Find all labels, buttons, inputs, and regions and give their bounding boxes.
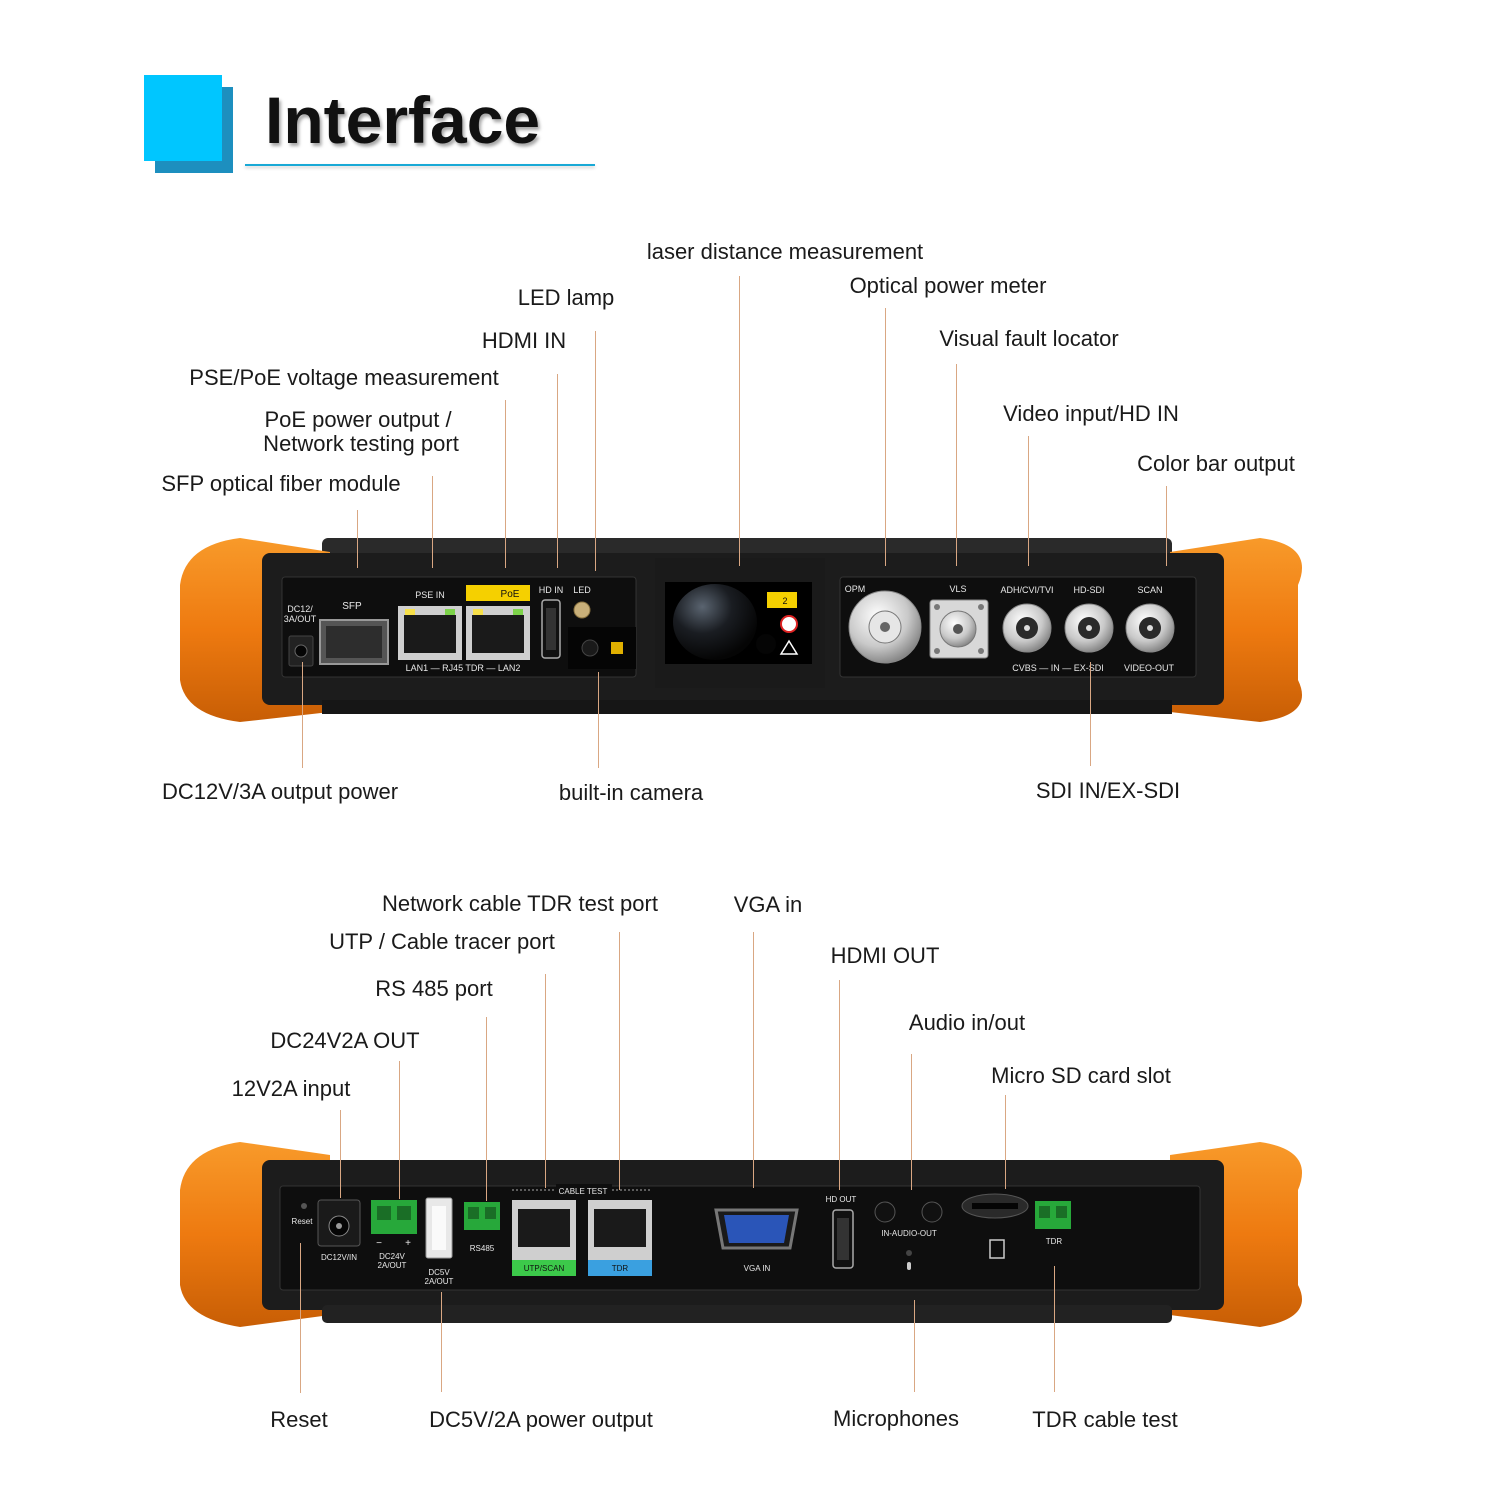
leader-mic bbox=[914, 1300, 915, 1392]
leader-camera bbox=[598, 672, 599, 768]
leader-tdr-test bbox=[1054, 1266, 1055, 1392]
label-dc24-out: DC24V2A OUT bbox=[270, 1028, 420, 1053]
leader-audio bbox=[911, 1054, 912, 1190]
leader-video-in bbox=[1028, 436, 1029, 566]
leader-utp bbox=[545, 974, 546, 1188]
svg-text:HD-SDI: HD-SDI bbox=[1074, 585, 1105, 595]
svg-text:OPM: OPM bbox=[845, 584, 866, 594]
svg-text:+: + bbox=[405, 1238, 411, 1249]
page-title: Interface bbox=[265, 83, 541, 157]
leader-sd bbox=[1005, 1095, 1006, 1189]
label-led-lamp: LED lamp bbox=[517, 285, 615, 310]
label-visual-fault-locator: Visual fault locator bbox=[939, 326, 1119, 351]
label-reset: Reset bbox=[270, 1407, 328, 1432]
leader-tdr-port bbox=[619, 932, 620, 1190]
leader-vga bbox=[753, 932, 754, 1188]
svg-text:UTP/SCAN: UTP/SCAN bbox=[524, 1264, 565, 1273]
leader-led bbox=[595, 331, 596, 571]
label-12v-input: 12V2A input bbox=[231, 1076, 351, 1101]
label-vga-in: VGA in bbox=[733, 892, 803, 917]
leader-sfp bbox=[357, 510, 358, 568]
label-rs485-port: RS 485 port bbox=[375, 976, 493, 1001]
svg-text:CABLE TEST: CABLE TEST bbox=[559, 1187, 608, 1196]
svg-text:DC5V: DC5V bbox=[428, 1268, 450, 1277]
svg-text:CVBS — IN — EX-SDI: CVBS — IN — EX-SDI bbox=[1012, 663, 1104, 673]
label-utp-tracer: UTP / Cable tracer port bbox=[329, 929, 555, 954]
leader-hdmi-in bbox=[557, 374, 558, 568]
label-dc12-output: DC12V/3A output power bbox=[161, 779, 399, 804]
leader-dc5 bbox=[441, 1292, 442, 1392]
leader-laser bbox=[739, 276, 740, 566]
label-color-bar: Color bar output bbox=[1137, 451, 1295, 476]
leader-rs485 bbox=[486, 1017, 487, 1201]
leader-vfl bbox=[956, 364, 957, 566]
svg-text:DC12V/IN: DC12V/IN bbox=[321, 1253, 357, 1262]
svg-text:HD IN: HD IN bbox=[539, 585, 564, 595]
header-underline bbox=[245, 164, 595, 166]
label-poe-output-line2: Network testing port bbox=[263, 431, 459, 456]
svg-text:DC12/: DC12/ bbox=[287, 604, 313, 614]
svg-text:TDR: TDR bbox=[1046, 1237, 1063, 1246]
svg-text:PSE IN: PSE IN bbox=[415, 590, 445, 600]
label-optical-power-meter: Optical power meter bbox=[849, 273, 1047, 298]
svg-text:RS485: RS485 bbox=[470, 1244, 495, 1253]
label-micro-sd: Micro SD card slot bbox=[991, 1063, 1171, 1088]
svg-text:−: − bbox=[376, 1238, 382, 1249]
svg-text:Reset: Reset bbox=[292, 1217, 314, 1226]
svg-text:VIDEO-OUT: VIDEO-OUT bbox=[1124, 663, 1175, 673]
leader-dc12in bbox=[340, 1110, 341, 1198]
label-video-input: Video input/HD IN bbox=[1003, 401, 1179, 426]
header-accent-square bbox=[144, 75, 222, 161]
svg-text:2: 2 bbox=[782, 596, 787, 606]
label-poe-output-line1: PoE power output / bbox=[264, 407, 452, 432]
svg-text:TDR: TDR bbox=[612, 1264, 629, 1273]
leader-pse bbox=[505, 400, 506, 568]
svg-text:LED: LED bbox=[573, 585, 591, 595]
label-hdmi-out: HDMI OUT bbox=[830, 943, 940, 968]
top-device: DC12/ 3A/OUT SFP PSE IN PoE LAN1 — RJ45 … bbox=[180, 538, 1303, 722]
leader-sdi bbox=[1090, 662, 1091, 766]
label-tdr-cable-test: TDR cable test bbox=[1032, 1407, 1178, 1432]
svg-text:2A/OUT: 2A/OUT bbox=[378, 1261, 407, 1270]
label-microphones: Microphones bbox=[833, 1406, 959, 1431]
leader-dc12 bbox=[302, 662, 303, 768]
svg-text:ADH/CVI/TVI: ADH/CVI/TVI bbox=[1000, 585, 1053, 595]
label-built-in-camera: built-in camera bbox=[558, 780, 704, 805]
label-hdmi-in: HDMI IN bbox=[481, 328, 567, 353]
leader-reset bbox=[300, 1243, 301, 1393]
svg-text:VLS: VLS bbox=[949, 584, 966, 594]
svg-text:DC24V: DC24V bbox=[379, 1252, 405, 1261]
leader-opm bbox=[885, 308, 886, 566]
svg-text:SFP: SFP bbox=[342, 601, 362, 612]
label-sfp-module: SFP optical fiber module bbox=[161, 471, 401, 496]
svg-text:SCAN: SCAN bbox=[1137, 585, 1162, 595]
svg-text:HD OUT: HD OUT bbox=[826, 1195, 857, 1204]
label-audio-in-out: Audio in/out bbox=[908, 1010, 1026, 1035]
svg-text:IN-AUDIO-OUT: IN-AUDIO-OUT bbox=[881, 1229, 937, 1238]
label-sdi-in: SDI IN/EX-SDI bbox=[1035, 778, 1181, 803]
label-laser-distance: laser distance measurement bbox=[646, 239, 924, 264]
bottom-device: Reset DC12V/IN − + DC24V 2A/OUT DC5V 2A/… bbox=[180, 1142, 1303, 1327]
label-pse-poe: PSE/PoE voltage measurement bbox=[189, 365, 499, 390]
leader-poe bbox=[432, 476, 433, 568]
svg-text:3A/OUT: 3A/OUT bbox=[284, 614, 317, 624]
label-tdr-test-port: Network cable TDR test port bbox=[382, 891, 658, 916]
laser-lens bbox=[673, 584, 757, 660]
leader-color-bar bbox=[1166, 486, 1167, 566]
leader-hdmi-out bbox=[839, 980, 840, 1190]
svg-text:VGA IN: VGA IN bbox=[744, 1264, 771, 1273]
svg-text:2A/OUT: 2A/OUT bbox=[425, 1277, 454, 1286]
svg-text:LAN1 — RJ45 TDR — LAN2: LAN1 — RJ45 TDR — LAN2 bbox=[406, 663, 521, 673]
label-dc5-output: DC5V/2A power output bbox=[429, 1407, 653, 1432]
svg-text:PoE: PoE bbox=[501, 589, 520, 600]
leader-dc24 bbox=[399, 1061, 400, 1199]
